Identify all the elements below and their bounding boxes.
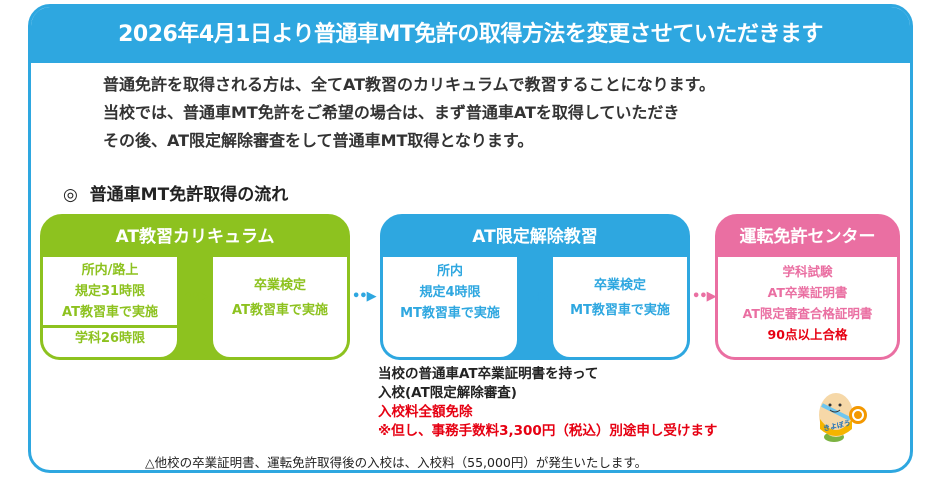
step-text: 学科試験 — [782, 264, 833, 279]
step-text: MT教習車で実施 — [400, 306, 500, 321]
at-step-1: 所内/路上 規定31時限 AT教習車で実施 学科26時限 — [40, 257, 180, 360]
step-text: 所内 — [436, 264, 463, 279]
mascot-image: きよぼう — [812, 385, 872, 443]
step-text: MT教習車で実施 — [570, 303, 670, 318]
intro-line: 普通免許を取得される方は、全てAT教習のカリキュラムで教習することになります。 — [103, 75, 715, 94]
footer-note: △他校の卒業証明書、運転免許取得後の入校は、入校料（55,000円）が発生いたし… — [145, 455, 648, 470]
mascot-figure — [819, 393, 867, 442]
step-text: AT限定審査合格証明書 — [742, 306, 873, 321]
group-title: AT限定解除教習 — [472, 227, 598, 247]
arrow-icon: ••▶ — [524, 289, 549, 304]
lift-step-1: 所内 規定4時限 MT教習車で実施 — [380, 257, 520, 360]
arrow-icon: ••▶ — [352, 289, 377, 304]
step-extra: 学科26時限 — [43, 325, 177, 349]
step-text: 規定4時限 — [419, 285, 481, 300]
arrow-icon: ••▶ — [184, 289, 209, 304]
admission-note: 当校の普通車AT卒業証明書を持って 入校(AT限定解除審査) 入校料全額免除 ※… — [378, 365, 717, 441]
note-line: 入校(AT限定解除審査) — [378, 385, 517, 401]
step-text: AT卒業証明書 — [767, 285, 848, 300]
group-title: AT教習カリキュラム — [115, 227, 275, 247]
intro-line: 当校では、普通車MT免許をご希望の場合は、まず普通車ATを取得していただき — [103, 103, 680, 122]
lift-step-2: 卒業検定 MT教習車で実施 — [550, 257, 690, 360]
step-text: 規定31時限 — [74, 284, 146, 299]
at-step-2: 卒業検定 AT教習車で実施 — [210, 257, 350, 360]
notice-panel: 2026年4月1日より普通車MT免許の取得方法を変更させていただきます 普通免許… — [28, 4, 913, 473]
step-text: AT教習車で実施 — [232, 303, 328, 318]
fee-note: ※但し、事務手数料3,300円（税込）別途申し受けます — [378, 423, 718, 439]
at-limit-lift-group: AT限定解除教習 所内 規定4時限 MT教習車で実施 ••▶ 卒業検定 MT教習… — [380, 214, 690, 360]
step-text: 卒業検定 — [253, 278, 306, 293]
intro-text: 普通免許を取得される方は、全てAT教習のカリキュラムで教習することになります。 … — [103, 71, 715, 155]
note-line: 当校の普通車AT卒業証明書を持って — [378, 366, 599, 382]
step-text: 卒業検定 — [593, 278, 646, 293]
step-text: 所内/路上 — [81, 263, 139, 278]
section-title: 普通車MT免許取得の流れ — [89, 185, 289, 205]
arrow-icon: ••▶ — [692, 289, 717, 304]
step-text: AT教習車で実施 — [62, 305, 158, 320]
fee-waiver: 入校料全額免除 — [378, 404, 473, 420]
page-title: 2026年4月1日より普通車MT免許の取得方法を変更させていただきます — [31, 7, 910, 63]
license-center-group: 運転免許センター 学科試験 AT卒業証明書 AT限定審査合格証明書 90点以上合… — [715, 214, 900, 360]
pass-score: 90点以上合格 — [767, 327, 848, 342]
group-title: 運転免許センター — [739, 227, 876, 247]
intro-line: その後、AT限定解除審査をして普通車MT取得となります。 — [103, 131, 534, 150]
section-heading: ◎ 普通車MT免許取得の流れ — [63, 180, 288, 205]
center-requirements: 学科試験 AT卒業証明書 AT限定審査合格証明書 90点以上合格 — [715, 257, 900, 360]
at-curriculum-group: AT教習カリキュラム 所内/路上 規定31時限 AT教習車で実施 学科26時限 … — [40, 214, 350, 360]
double-circle-icon: ◎ — [63, 185, 78, 205]
